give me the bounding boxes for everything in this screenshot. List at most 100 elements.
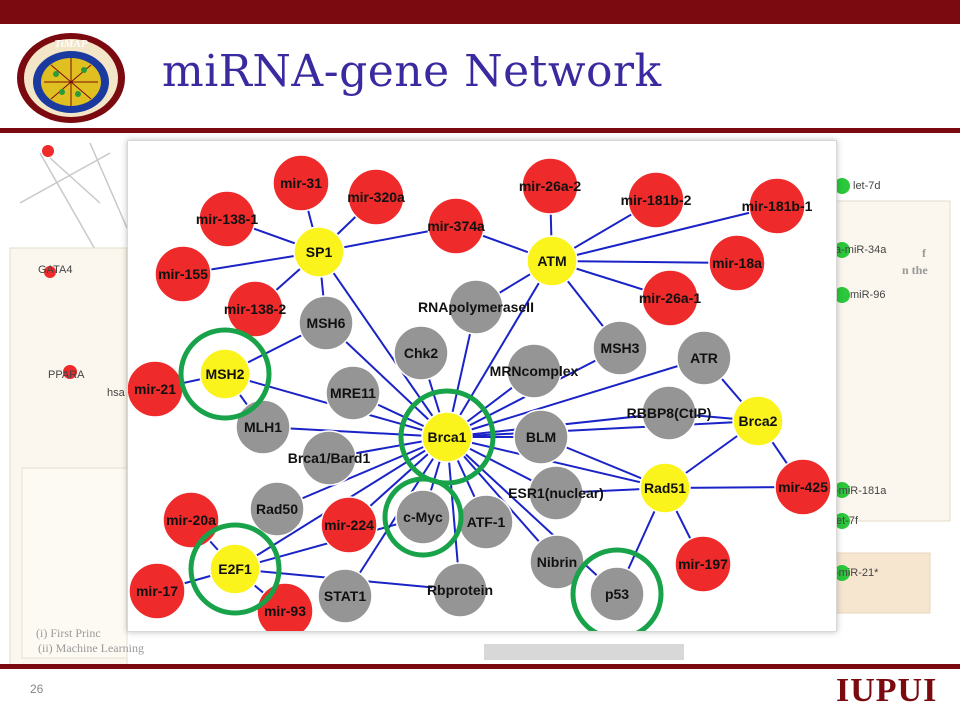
node-mir-425[interactable]: mir-425 <box>774 458 832 516</box>
bg-fragment-in-the: n the <box>902 263 928 277</box>
mirna-node-circle <box>154 245 212 303</box>
page-title: miRNA-gene Network <box>162 46 662 97</box>
node-rad51[interactable]: Rad51 <box>639 462 691 514</box>
node-label: mir-181b-1 <box>742 198 813 214</box>
node-mir-181b-2[interactable]: mir-181b-2 <box>621 171 692 229</box>
node-atm[interactable]: ATM <box>526 235 578 287</box>
node-mir-20a[interactable]: mir-20a <box>162 491 220 549</box>
node-label: Brca1 <box>428 429 467 445</box>
node-brca1[interactable]: Brca1 <box>421 411 473 463</box>
node-atr[interactable]: ATR <box>676 330 732 386</box>
node-label: c-Myc <box>403 509 443 525</box>
mirna-node-circle <box>272 154 330 212</box>
mirna-node-circle <box>226 280 284 338</box>
node-mir-17[interactable]: mir-17 <box>128 562 186 620</box>
node-mlh1[interactable]: MLH1 <box>235 399 291 455</box>
highlight-ring <box>570 547 664 631</box>
node-c-myc[interactable]: c-Myc <box>395 489 451 545</box>
node-e2f1[interactable]: E2F1 <box>209 543 261 595</box>
network-edge <box>446 420 759 438</box>
node-nibrin[interactable]: Nibrin <box>529 534 585 590</box>
node-blm[interactable]: BLM <box>513 409 569 465</box>
mirna-node-circle <box>748 177 806 235</box>
iupui-logo: IUPUI <box>836 672 938 709</box>
node-label: mir-26a-2 <box>519 178 581 194</box>
node-mir-26a-2[interactable]: mir-26a-2 <box>519 157 581 215</box>
node-mir-18a[interactable]: mir-18a <box>708 234 766 292</box>
top-accent-bar <box>0 0 960 24</box>
node-label: Nibrin <box>537 554 577 570</box>
node-mir-138-2[interactable]: mir-138-2 <box>224 280 286 338</box>
bg-label-gata4: GATA4 <box>38 264 73 276</box>
node-mir-320a[interactable]: mir-320a <box>347 168 405 226</box>
node-atf-1[interactable]: ATF-1 <box>458 494 514 550</box>
node-label: mir-138-1 <box>196 211 258 227</box>
gene-node-circle <box>528 465 584 521</box>
node-rnapolymeraseii[interactable]: RNApolymeraseII <box>418 279 534 335</box>
gene-node-circle <box>301 430 357 486</box>
background-collage: GATA4 PPARA hsa let-7d a-miR-34a miR-96 … <box>0 133 960 664</box>
node-label: mir-374a <box>427 218 485 234</box>
hub-node-circle <box>526 235 578 287</box>
mirna-node-circle <box>128 562 186 620</box>
gene-node-circle <box>317 568 373 624</box>
bg-fragment-machine-learning: (ii) Machine Learning <box>38 641 144 655</box>
node-mir-31[interactable]: mir-31 <box>272 154 330 212</box>
bg-label-mir21star: -miR-21* <box>835 567 879 579</box>
node-label: MSH3 <box>601 340 640 356</box>
node-msh2[interactable]: MSH2 <box>199 348 251 400</box>
bg-fragment-of: f <box>922 246 926 260</box>
gene-node-circle <box>325 365 381 421</box>
gene-node-circle <box>592 320 648 376</box>
node-mir-197[interactable]: mir-197 <box>674 535 732 593</box>
network-edge <box>446 436 666 489</box>
node-mir-224[interactable]: mir-224 <box>320 496 378 554</box>
node-brca1-bard1[interactable]: Brca1/Bard1 <box>288 430 371 486</box>
node-label: STAT1 <box>324 588 366 604</box>
node-label: mir-17 <box>136 583 178 599</box>
node-mrncomplex[interactable]: MRNcomplex <box>490 343 579 399</box>
node-msh3[interactable]: MSH3 <box>592 320 648 376</box>
mirna-node-circle <box>774 458 832 516</box>
node-brca2[interactable]: Brca2 <box>732 395 784 447</box>
node-label: Rbprotein <box>427 582 493 598</box>
footer-divider <box>0 664 960 669</box>
node-mir-21[interactable]: mir-21 <box>128 360 184 418</box>
node-label: MRE11 <box>330 385 376 401</box>
node-label: p53 <box>605 586 629 602</box>
gene-node-circle <box>513 409 569 465</box>
node-label: mir-93 <box>264 603 306 619</box>
gene-node-circle <box>676 330 732 386</box>
node-esr1[interactable]: ESR1(nuclear) <box>508 465 604 521</box>
node-msh6[interactable]: MSH6 <box>298 295 354 351</box>
node-label: Brca2 <box>739 413 778 429</box>
gene-node-circle <box>298 295 354 351</box>
node-mir-93[interactable]: mir-93 <box>256 582 314 631</box>
node-mre11[interactable]: MRE11 <box>325 365 381 421</box>
node-rad50[interactable]: Rad50 <box>249 481 305 537</box>
mirna-node-circle <box>347 168 405 226</box>
node-mir-138-1[interactable]: mir-138-1 <box>196 190 258 248</box>
highlight-ring <box>382 476 464 558</box>
mirna-node-circle <box>627 171 685 229</box>
node-chk2[interactable]: Chk2 <box>393 325 449 381</box>
node-mir-374a[interactable]: mir-374a <box>427 197 485 255</box>
node-p53[interactable]: p53 <box>589 566 645 622</box>
mirna-node-circle <box>708 234 766 292</box>
node-stat1[interactable]: STAT1 <box>317 568 373 624</box>
gene-node-circle <box>393 325 449 381</box>
gene-node-circle <box>448 279 504 335</box>
node-mir-181b-1[interactable]: mir-181b-1 <box>742 177 813 235</box>
hub-node-circle <box>293 226 345 278</box>
node-mir-26a-1[interactable]: mir-26a-1 <box>639 269 701 327</box>
node-sp1[interactable]: SP1 <box>293 226 345 278</box>
node-label: SP1 <box>306 244 333 260</box>
node-label: mir-20a <box>166 512 216 528</box>
bg-label-mir181a: -miR-181a <box>835 485 887 497</box>
node-rbbp8[interactable]: RBBP8(CtIP) <box>627 385 712 441</box>
network-edge <box>551 260 738 264</box>
node-rbprotein[interactable]: Rbprotein <box>427 562 493 618</box>
node-mir-155[interactable]: mir-155 <box>154 245 212 303</box>
node-label: ATM <box>537 253 566 269</box>
node-label: RBBP8(CtIP) <box>627 405 712 421</box>
